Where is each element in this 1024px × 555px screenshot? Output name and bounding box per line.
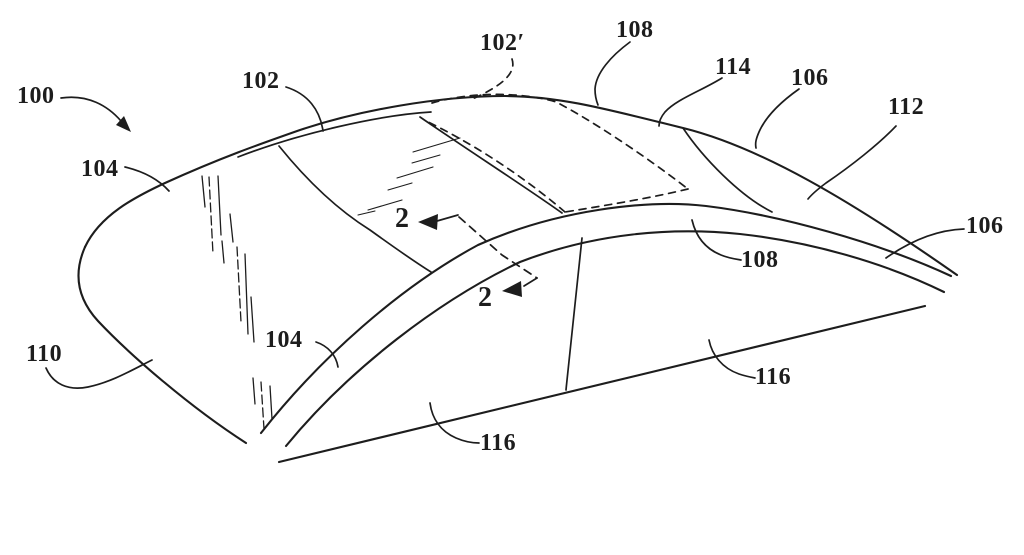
ref-label-114: 114	[715, 54, 752, 80]
section-marker-label-top: 2	[395, 203, 410, 234]
leader-116-right	[708, 339, 756, 379]
streak-stroke	[411, 154, 441, 164]
windshield-hatching	[201, 175, 273, 430]
open-panel-top-dashed-line	[431, 93, 561, 104]
section-marker-label-bottom: 2	[478, 282, 493, 313]
leader-104-bottom	[315, 341, 339, 368]
front-windshield-edge-line	[77, 245, 248, 445]
beltline-lower-curve	[284, 230, 946, 448]
hatch-stroke	[252, 377, 256, 405]
glass-panel-rear-edge-line	[419, 116, 563, 214]
lower-body-edge-line	[277, 304, 927, 464]
rear-quarter-divider-line	[682, 127, 773, 213]
leader-108-middle	[691, 219, 742, 261]
leader-108-top	[594, 41, 631, 106]
canopy-outline	[77, 94, 959, 464]
ref-label-108-middle: 108	[741, 247, 779, 273]
leader-102-prime	[469, 58, 514, 101]
ref-label-104-top: 104	[81, 156, 119, 182]
streak-stroke	[387, 182, 413, 191]
ref-label-104-bottom: 104	[265, 327, 303, 353]
ref-label-106-top: 106	[791, 65, 829, 91]
leader-104-top	[124, 166, 170, 192]
streak-stroke	[412, 137, 461, 153]
ref-label-110: 110	[26, 341, 63, 367]
open-panel-right-dashed-line	[559, 103, 689, 190]
hatch-stroke	[250, 296, 255, 343]
glass-panel-open-dashed-outline	[423, 93, 689, 213]
section-arrow-tail-top	[436, 214, 459, 222]
streak-stroke	[396, 166, 434, 179]
beltline-upper-curve	[259, 202, 953, 435]
leader-102	[285, 86, 324, 132]
leader-110	[45, 359, 153, 389]
hatch-stroke	[229, 213, 234, 243]
hatch-stroke	[217, 175, 222, 236]
glass-panel-front-edge-line	[278, 145, 432, 273]
ref-label-100: 100	[17, 83, 55, 109]
ref-label-116-right: 116	[755, 364, 792, 390]
hatch-stroke	[260, 381, 265, 430]
open-panel-left-dashed-line	[423, 119, 566, 213]
leader-112	[807, 125, 897, 200]
leader-100	[60, 96, 122, 122]
section-dashed-line	[458, 216, 538, 279]
ref-label-116-bottom: 116	[480, 430, 517, 456]
section-arrowhead-bottom	[502, 281, 522, 297]
ref-label-108-top: 108	[616, 17, 654, 43]
leader-100-arrowhead	[116, 116, 131, 132]
hatch-stroke	[201, 175, 206, 208]
leader-106-right	[885, 228, 965, 259]
hatch-stroke	[269, 385, 273, 420]
leader-116-bottom	[429, 402, 480, 444]
section-arrowhead-top	[418, 214, 438, 230]
hatch-stroke	[244, 253, 249, 335]
section-arrow-tail-bottom	[523, 277, 538, 287]
leader-114	[658, 77, 723, 127]
hatch-stroke	[208, 176, 214, 255]
ref-label-102-prime: 102′	[480, 30, 525, 56]
glass-panel-closed	[278, 116, 563, 273]
leader-106-top	[754, 88, 800, 149]
hatch-stroke	[221, 240, 225, 264]
hatch-stroke	[236, 246, 242, 323]
section-line-2-2	[418, 214, 538, 297]
ref-label-102: 102	[242, 68, 280, 94]
ref-label-106-right: 106	[966, 213, 1004, 239]
streak-stroke	[357, 210, 376, 216]
roof-inner-edge-line	[237, 111, 432, 158]
body-side-crease-line	[565, 237, 583, 391]
ref-label-112: 112	[888, 94, 925, 120]
open-panel-bottom-dashed-line	[564, 188, 689, 213]
glass-reflection-streaks	[357, 137, 461, 216]
leader-lines	[45, 41, 965, 444]
streak-stroke	[367, 199, 403, 211]
